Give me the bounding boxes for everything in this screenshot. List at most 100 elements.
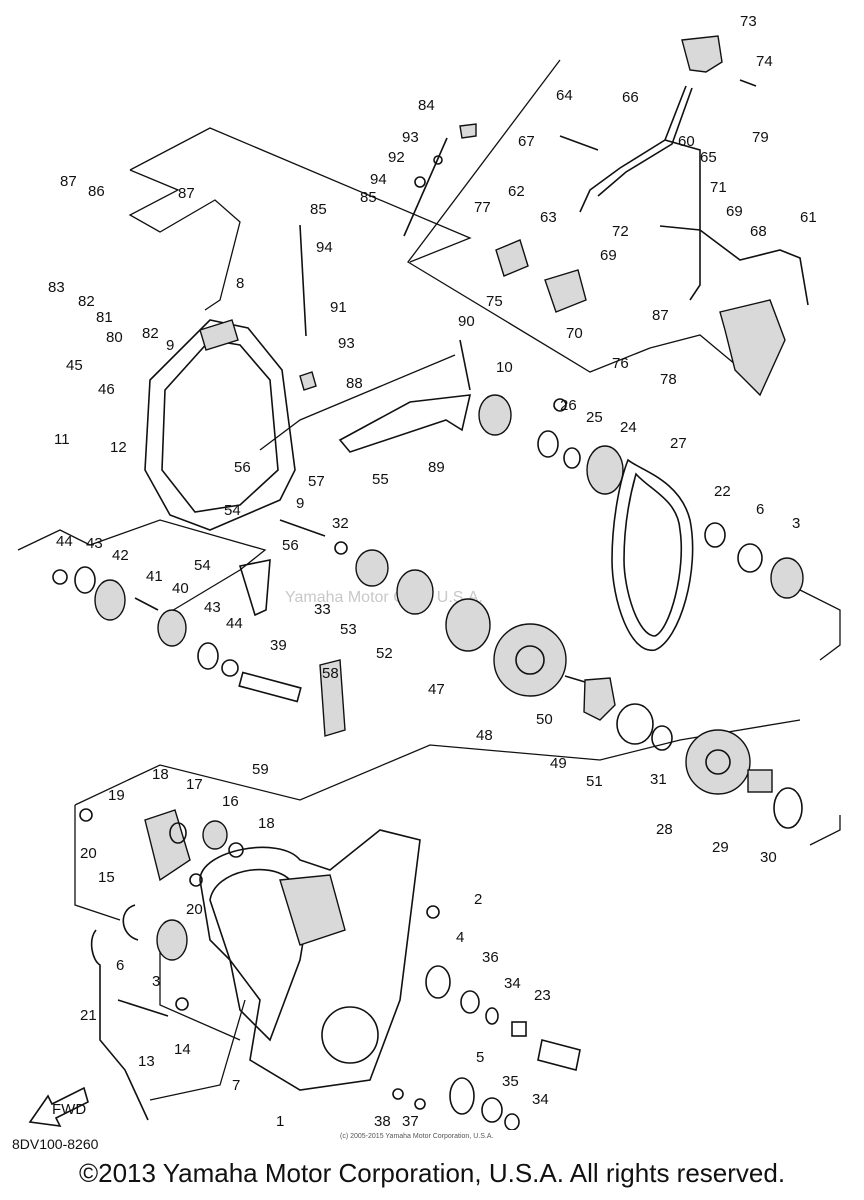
front-case bbox=[79, 808, 581, 1130]
fwd-label: FWD bbox=[52, 1101, 86, 1118]
callout-23: 23 bbox=[534, 987, 551, 1004]
callout-41: 41 bbox=[146, 568, 163, 585]
callout-9: 9 bbox=[296, 495, 304, 512]
callout-44: 44 bbox=[56, 533, 73, 550]
callout-27: 27 bbox=[670, 435, 687, 452]
callout-18: 18 bbox=[258, 815, 275, 832]
callout-57: 57 bbox=[308, 473, 325, 490]
callout-10: 10 bbox=[496, 359, 513, 376]
callout-19: 19 bbox=[108, 787, 125, 804]
callout-66: 66 bbox=[622, 89, 639, 106]
callout-61: 61 bbox=[800, 209, 817, 226]
callout-51: 51 bbox=[586, 773, 603, 790]
callout-1: 1 bbox=[276, 1113, 284, 1130]
callout-32: 32 bbox=[332, 515, 349, 532]
callout-17: 17 bbox=[186, 776, 203, 793]
callout-15: 15 bbox=[98, 869, 115, 886]
callout-20: 20 bbox=[186, 901, 203, 918]
group-frames bbox=[17, 59, 841, 1101]
callout-5: 5 bbox=[476, 1049, 484, 1066]
callout-26: 26 bbox=[560, 397, 577, 414]
callout-54: 54 bbox=[194, 557, 211, 574]
callout-84: 84 bbox=[418, 97, 435, 114]
callout-76: 76 bbox=[612, 355, 629, 372]
callout-74: 74 bbox=[756, 53, 773, 70]
callout-94: 94 bbox=[370, 171, 387, 188]
callout-43: 43 bbox=[86, 535, 103, 552]
callout-37: 37 bbox=[402, 1113, 419, 1130]
callout-60: 60 bbox=[678, 133, 695, 150]
callout-3: 3 bbox=[152, 973, 160, 990]
callout-49: 49 bbox=[550, 755, 567, 772]
callout-13: 13 bbox=[138, 1053, 155, 1070]
gear-train bbox=[52, 519, 803, 829]
shift-lever-assembly bbox=[495, 35, 809, 397]
callout-82: 82 bbox=[142, 325, 159, 342]
parts-diagram: Yamaha Motor Corp, U.S.A. bbox=[17, 13, 841, 1130]
callout-85: 85 bbox=[360, 189, 377, 206]
callout-43: 43 bbox=[204, 599, 221, 616]
callout-29: 29 bbox=[712, 839, 729, 856]
callout-14: 14 bbox=[174, 1041, 191, 1058]
input-shaft-assembly bbox=[478, 394, 804, 651]
callout-86: 86 bbox=[88, 183, 105, 200]
callout-87: 87 bbox=[60, 173, 77, 190]
callout-52: 52 bbox=[376, 645, 393, 662]
callout-71: 71 bbox=[710, 179, 727, 196]
callout-75: 75 bbox=[486, 293, 503, 310]
small-copyright: (c) 2005-2015 Yamaha Motor Corporation, … bbox=[340, 1133, 494, 1140]
callout-87: 87 bbox=[178, 185, 195, 202]
callout-8: 8 bbox=[236, 275, 244, 292]
callout-34: 34 bbox=[532, 1091, 549, 1108]
callout-72: 72 bbox=[612, 223, 629, 240]
callout-44: 44 bbox=[226, 615, 243, 632]
callout-65: 65 bbox=[700, 149, 717, 166]
callout-22: 22 bbox=[714, 483, 731, 500]
callout-80: 80 bbox=[106, 329, 123, 346]
callout-85: 85 bbox=[310, 201, 327, 218]
fwd-arrow: FWD bbox=[28, 1086, 89, 1127]
callout-39: 39 bbox=[270, 637, 287, 654]
callout-92: 92 bbox=[388, 149, 405, 166]
callout-56: 56 bbox=[282, 537, 299, 554]
callout-69: 69 bbox=[726, 203, 743, 220]
callout-54: 54 bbox=[224, 502, 241, 519]
callout-93: 93 bbox=[338, 335, 355, 352]
callout-83: 83 bbox=[48, 279, 65, 296]
callout-45: 45 bbox=[66, 357, 83, 374]
callout-30: 30 bbox=[760, 849, 777, 866]
callout-46: 46 bbox=[98, 381, 115, 398]
callout-67: 67 bbox=[518, 133, 535, 150]
callout-50: 50 bbox=[536, 711, 553, 728]
callout-24: 24 bbox=[620, 419, 637, 436]
callout-93: 93 bbox=[402, 129, 419, 146]
callout-58: 58 bbox=[322, 665, 339, 682]
callout-18: 18 bbox=[152, 766, 169, 783]
callout-88: 88 bbox=[346, 375, 363, 392]
callout-33: 33 bbox=[314, 601, 331, 618]
callout-38: 38 bbox=[374, 1113, 391, 1130]
callout-36: 36 bbox=[482, 949, 499, 966]
callout-55: 55 bbox=[372, 471, 389, 488]
callout-6: 6 bbox=[756, 501, 764, 518]
callout-91: 91 bbox=[330, 299, 347, 316]
callout-9: 9 bbox=[166, 337, 174, 354]
callout-35: 35 bbox=[502, 1073, 519, 1090]
callout-11: 11 bbox=[54, 431, 70, 448]
callout-56: 56 bbox=[234, 459, 251, 476]
callout-89: 89 bbox=[428, 459, 445, 476]
callout-82: 82 bbox=[78, 293, 95, 310]
callout-48: 48 bbox=[476, 727, 493, 744]
callout-40: 40 bbox=[172, 580, 189, 597]
callout-7: 7 bbox=[232, 1077, 240, 1094]
callout-69: 69 bbox=[600, 247, 617, 264]
callout-90: 90 bbox=[458, 313, 475, 330]
callout-59: 59 bbox=[252, 761, 269, 778]
callout-78: 78 bbox=[660, 371, 677, 388]
callout-62: 62 bbox=[508, 183, 525, 200]
callout-3: 3 bbox=[792, 515, 800, 532]
callout-64: 64 bbox=[556, 87, 573, 104]
callout-34: 34 bbox=[504, 975, 521, 992]
callout-42: 42 bbox=[112, 547, 129, 564]
